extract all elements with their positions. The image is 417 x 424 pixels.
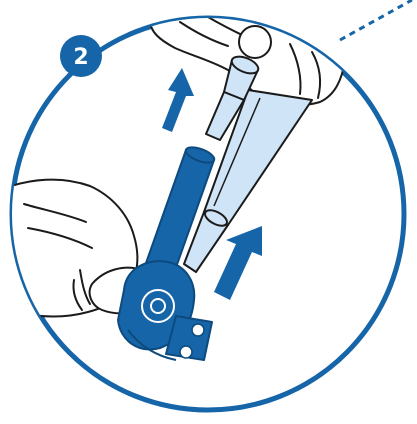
step-number: 2 [73, 45, 88, 70]
callout-dashed-line [340, 0, 412, 40]
step-badge: 2 [60, 35, 102, 77]
